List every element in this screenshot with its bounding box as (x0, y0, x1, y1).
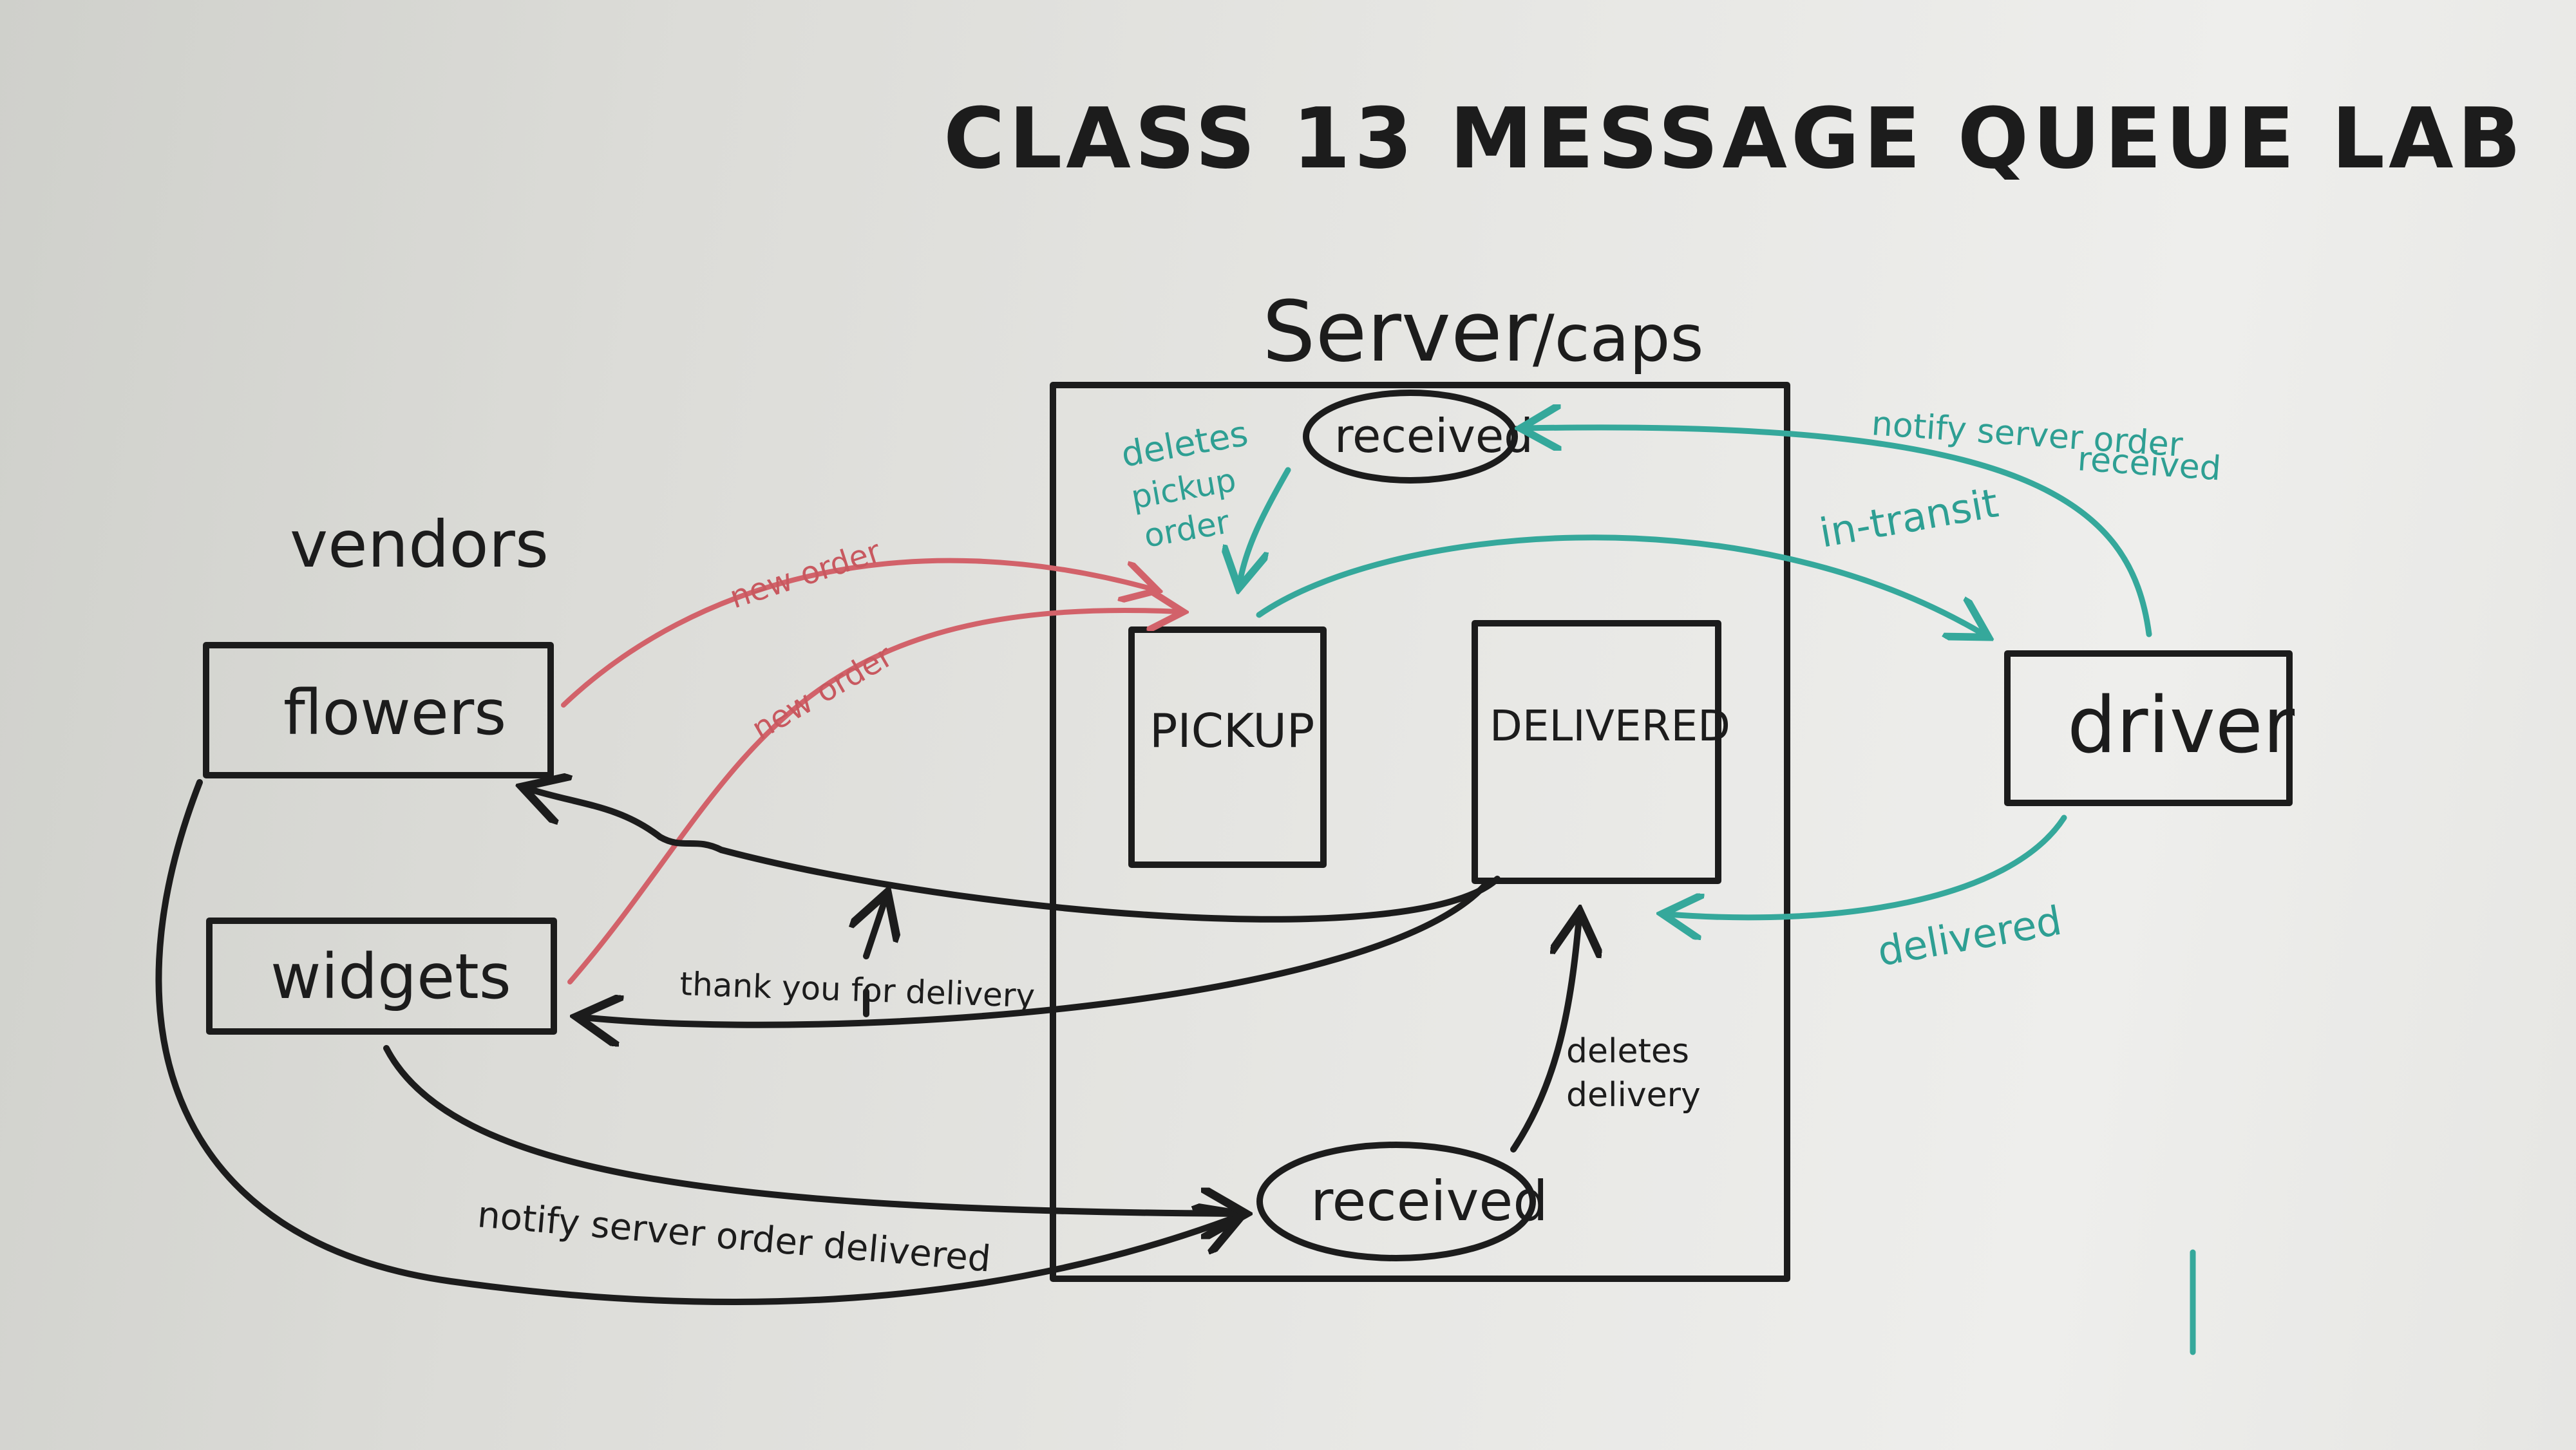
delivered-queue-label: DELIVERED (1490, 701, 1730, 751)
vendors-heading: vendors (290, 507, 549, 582)
flowers-box (203, 642, 554, 778)
driver-label: driver (2067, 681, 2295, 771)
thank-you-arrow-flowers (528, 789, 1501, 923)
thank-you-label: thank you for delivery (679, 965, 1036, 1015)
thank-you-arrow-widgets (583, 879, 1491, 1025)
new-order-arrow-widgets (567, 610, 1179, 984)
driver-box (2004, 650, 2293, 806)
notify-delivered-arrow-widgets (383, 1045, 1240, 1214)
notify-received-arrow (1526, 428, 2152, 637)
deletes-delivery-label-2: delivery (1566, 1076, 1701, 1115)
deletes-delivery-arrow (1510, 918, 1579, 1153)
server-namespace: /caps (1533, 301, 1704, 376)
delivered-label: delivered (1874, 897, 2065, 975)
server-box (1050, 382, 1790, 1282)
flowers-label: flowers (283, 677, 506, 749)
board-title: CLASS 13 MESSAGE QUEUE LAB (943, 89, 2525, 187)
new-order-arrow-flowers (561, 558, 1153, 708)
delivered-arrow (1668, 814, 2067, 918)
received-bottom-label: received (1311, 1169, 1548, 1234)
pickup-queue-label: PICKUP (1150, 704, 1314, 758)
notify-received-label-2: received (2076, 440, 2222, 488)
deletes-delivery-label-1: deletes (1566, 1032, 1689, 1071)
pickup-queue-box (1128, 626, 1327, 868)
in-transit-arrow (1256, 534, 1984, 634)
deletes-pickup-arrow (1240, 467, 1291, 583)
received-bottom-ellipse (1256, 1142, 1536, 1261)
thank-you-pointer-up (866, 898, 886, 959)
delivered-queue-box (1472, 620, 1721, 884)
server-label: Server (1262, 283, 1537, 381)
in-transit-label: in-transit (1816, 479, 2002, 556)
new-order-label-2: new order (746, 638, 899, 748)
new-order-label-1: new order (725, 533, 885, 616)
widgets-box (206, 918, 557, 1035)
widgets-label: widgets (270, 941, 511, 1013)
received-top-label: received (1334, 409, 1533, 463)
notify-delivered-arrow-flowers (155, 779, 1236, 1305)
